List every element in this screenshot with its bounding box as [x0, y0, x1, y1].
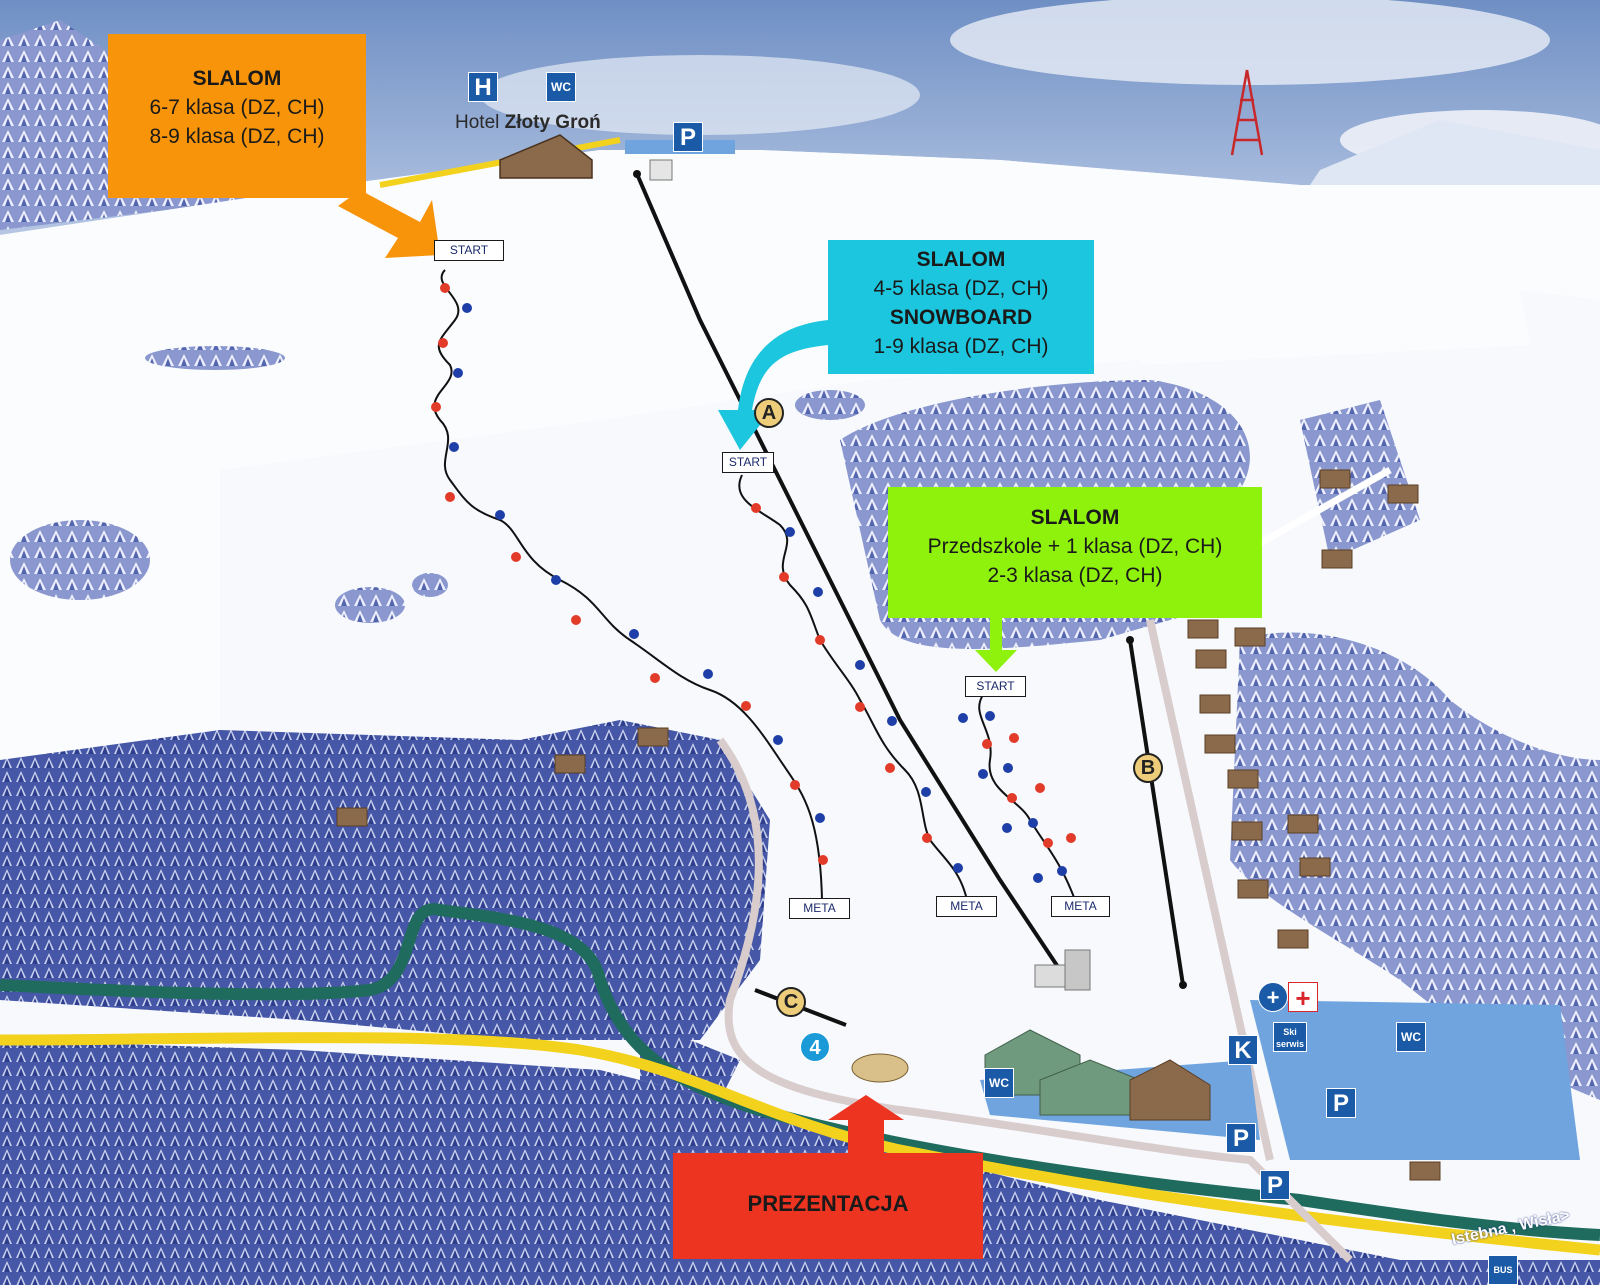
- callout-line: 2-3 klasa (DZ, CH): [987, 564, 1163, 587]
- bus-sign: BUS: [1488, 1255, 1518, 1285]
- first-aid-icon: +: [1288, 982, 1318, 1013]
- callout-prezentacja: PREZENTACJA: [673, 1153, 983, 1259]
- hotel-label: Hotel Złoty Groń: [455, 112, 601, 134]
- callout-line: 8-9 klasa (DZ, CH): [149, 125, 325, 148]
- callout-title: SNOWBOARD: [889, 306, 1033, 329]
- course-1-gates: [431, 283, 828, 865]
- river: [0, 903, 1600, 1241]
- lift-c-marker: C: [776, 987, 806, 1017]
- lift-a-marker: A: [754, 398, 784, 428]
- parking-sign: P: [1326, 1088, 1356, 1118]
- hotel-building: [499, 134, 593, 179]
- callout-line: 6-7 klasa (DZ, CH): [149, 96, 325, 119]
- green-arrow: [975, 617, 1017, 672]
- callout-line: 4-5 klasa (DZ, CH): [873, 277, 1049, 300]
- course-3-start-label: START: [965, 676, 1026, 697]
- cyan-arrow: [718, 320, 828, 450]
- forest-right: [1230, 632, 1600, 1100]
- kiosk-sign: K: [1228, 1035, 1258, 1065]
- red-arrow: [828, 1095, 904, 1153]
- parking-sign: P: [673, 122, 703, 152]
- lift-b-marker: B: [1133, 753, 1163, 783]
- hotel-prefix: Hotel: [455, 112, 505, 133]
- wc-sign: WC: [984, 1068, 1014, 1098]
- orange-arrow: [338, 190, 440, 258]
- medical-icon: +: [1258, 982, 1288, 1012]
- course-2-path: [738, 474, 968, 901]
- forest-lower-left: [0, 720, 770, 1040]
- course-2-gates: [751, 503, 963, 873]
- course-2-start-label: START: [722, 452, 774, 473]
- course-3-meta-label: META: [1051, 896, 1110, 917]
- callout-title: PREZENTACJA: [747, 1191, 909, 1216]
- course-3-gates: [958, 711, 1076, 883]
- course-2-meta-label: META: [936, 896, 997, 917]
- callout-line: 1-9 klasa (DZ, CH): [873, 335, 1049, 358]
- callout-line: Przedszkole + 1 klasa (DZ, CH): [927, 535, 1223, 558]
- lift-a-line: [635, 173, 1062, 972]
- pavilion: [851, 1053, 909, 1083]
- hotel-sign: H: [468, 72, 498, 102]
- lift-b-line: [1128, 639, 1185, 986]
- tree-clump: [145, 346, 285, 370]
- main-road: [0, 1032, 1600, 1256]
- huts: [336, 469, 1441, 1181]
- wc-sign: WC: [1396, 1022, 1426, 1052]
- callout-title: SLALOM: [192, 67, 282, 90]
- callout-title: SLALOM: [916, 248, 1006, 271]
- tv-tower: [1230, 69, 1264, 156]
- wc-sign: WC: [546, 72, 576, 102]
- ski-serwis-sign: Ski serwis: [1273, 1022, 1307, 1052]
- parking-sign: P: [1260, 1170, 1290, 1200]
- callout-slalom-4-5-snowboard: SLALOM 4-5 klasa (DZ, CH) SNOWBOARD 1-9 …: [828, 240, 1094, 374]
- callout-slalom-6-9: SLALOM 6-7 klasa (DZ, CH) 8-9 klasa (DZ,…: [108, 34, 366, 198]
- course-1-meta-label: META: [789, 898, 850, 919]
- callout-title: SLALOM: [1030, 506, 1120, 529]
- callout-slalom-preschool-3: SLALOM Przedszkole + 1 klasa (DZ, CH) 2-…: [888, 487, 1262, 618]
- course-1-path: [433, 269, 823, 901]
- course-3-path: [978, 694, 1076, 901]
- parking-sign: P: [1226, 1123, 1256, 1153]
- route-4-sign: 4: [800, 1032, 830, 1062]
- access-road: [716, 737, 1353, 1263]
- course-1-start-label: START: [434, 240, 504, 261]
- hotel-name: Złoty Groń: [504, 112, 601, 133]
